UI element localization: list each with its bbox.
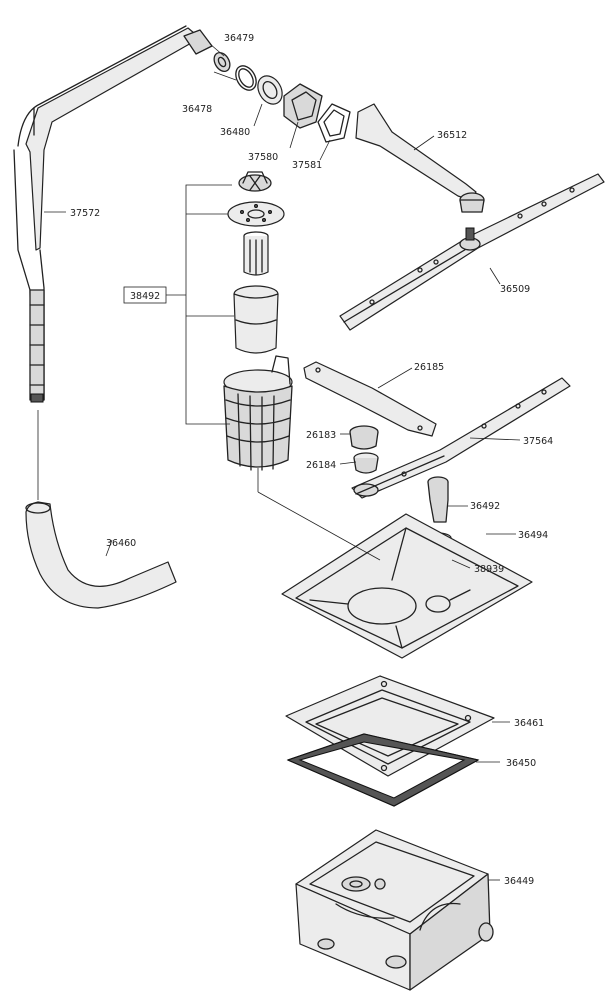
- upper-spray-arm: [339, 173, 605, 331]
- filter-tube: [243, 231, 269, 276]
- label-36478: 36478: [182, 104, 212, 115]
- lower-spray-arm: [351, 377, 571, 499]
- label-37572: 37572: [70, 208, 100, 219]
- o-ring: [235, 65, 257, 91]
- label-37581: 37581: [292, 160, 322, 171]
- hub-nut: [349, 425, 379, 450]
- sump-housing: [295, 829, 494, 991]
- label-37580: 37580: [248, 152, 278, 163]
- label-26183: 26183: [306, 430, 336, 441]
- label-38492: 38492: [130, 291, 160, 302]
- manifold-block: [283, 83, 323, 129]
- spray-arm-support: [355, 103, 485, 213]
- gasket: [317, 103, 351, 143]
- sump-frame: [285, 675, 495, 777]
- label-36449: 36449: [504, 876, 534, 887]
- arm-support-bracket: [303, 361, 437, 437]
- filter-cylinder: [233, 285, 279, 354]
- nut-fitting: [213, 52, 231, 72]
- sump-gasket: [286, 733, 480, 807]
- label-box-38492: [123, 286, 167, 304]
- label-36512: 36512: [437, 130, 467, 141]
- label-36494: 36494: [518, 530, 548, 541]
- label-36450: 36450: [506, 758, 536, 769]
- label-26185: 26185: [414, 362, 444, 373]
- filter-cap: [238, 171, 272, 192]
- filter-basket: [223, 355, 293, 471]
- sump-cover: [281, 513, 533, 659]
- drain-hose: [25, 501, 177, 609]
- bearing-ring: [257, 75, 283, 105]
- filter-disc: [227, 201, 285, 227]
- label-36509: 36509: [500, 284, 530, 295]
- label-36460: 36460: [106, 538, 136, 549]
- label-38939: 38939: [474, 564, 504, 575]
- leader-lines: [37, 43, 521, 881]
- spray-arm-hub: [427, 476, 449, 523]
- part-labels: 36479 36478 36480 37580 37581 36512 3757…: [70, 33, 553, 887]
- label-36492: 36492: [470, 501, 500, 512]
- label-26184: 26184: [306, 460, 336, 471]
- upper-spray-tube: [13, 25, 213, 403]
- label-36479: 36479: [224, 33, 254, 44]
- label-36480: 36480: [220, 127, 250, 138]
- label-36461: 36461: [514, 718, 544, 729]
- hub-bearing: [353, 452, 379, 474]
- label-37564: 37564: [523, 436, 553, 447]
